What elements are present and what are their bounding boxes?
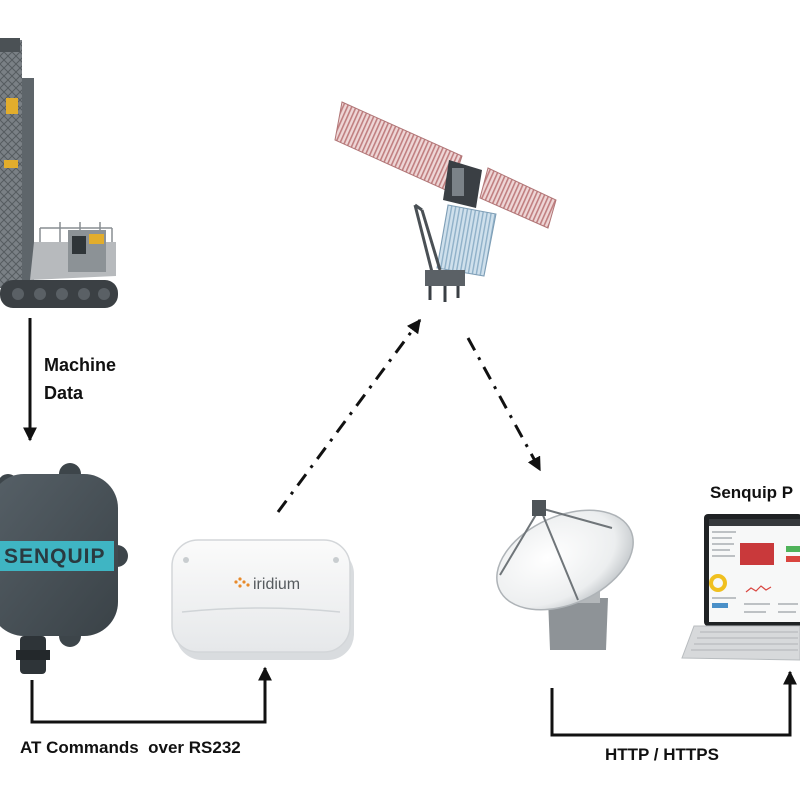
rig-leader (22, 78, 34, 283)
satellite-icon (334, 101, 557, 302)
senquip-logo: SENQUIP (4, 545, 106, 568)
rig-accent (6, 98, 18, 114)
rig-track-rollers (12, 288, 110, 300)
modem-body (171, 539, 351, 653)
iridium-logo-mark (234, 577, 250, 588)
at-commands-label: AT Commands over RS232 (20, 738, 241, 757)
machine-data-label-line1: Machine (44, 355, 116, 375)
dish-reflector (496, 509, 634, 611)
ground-station-dish-icon (496, 500, 634, 650)
senquip-cable-nut (16, 650, 50, 660)
rig-cab-window (72, 236, 86, 254)
satellite-boom (413, 203, 442, 273)
satellite-antennas (428, 286, 460, 302)
screen-text-lines (712, 531, 798, 613)
satellite-uplink-arrow (276, 318, 422, 513)
screen-chart-line (745, 585, 772, 593)
portal-label: Senquip P (710, 483, 793, 502)
satellite-panel-blue (436, 204, 497, 277)
laptop-portal-icon (681, 514, 800, 661)
screen-donut (709, 574, 727, 592)
screen-status-green (786, 546, 800, 552)
machine-data-label-line2: Data (44, 383, 84, 403)
dish-struts (499, 507, 613, 601)
rig-mast-top (0, 38, 20, 52)
rig-cab-accent (89, 234, 104, 244)
satellite-body-panel (452, 168, 464, 196)
http-label: HTTP / HTTPS (605, 745, 719, 764)
screen-blue-badge (712, 603, 728, 608)
modem-edge-line (181, 607, 341, 613)
dish-feed-horn (532, 500, 546, 516)
rig-accent-2 (4, 160, 18, 168)
rs232-connector-line (30, 666, 272, 724)
screen-image-block (740, 543, 774, 565)
screen-header (709, 519, 800, 526)
senquip-label-band (0, 541, 114, 571)
modem-screw-right (333, 557, 339, 563)
iridium-logo: iridium (253, 576, 300, 593)
laptop-keyboard (691, 631, 798, 651)
laptop-base (681, 625, 800, 661)
satellite-downlink-arrow (466, 337, 542, 472)
drilling-rig-icon (0, 38, 118, 308)
satellite-base (425, 270, 465, 286)
http-connector-line (550, 670, 797, 737)
satellite-panel-left (334, 101, 463, 193)
iridium-modem-icon: iridium (171, 539, 354, 660)
dish-pedestal (548, 598, 608, 650)
senquip-device-icon: SENQUIP (0, 463, 128, 674)
satellite-panel-right (479, 167, 557, 229)
screen-status-red (786, 556, 800, 562)
modem-screw-left (183, 557, 189, 563)
